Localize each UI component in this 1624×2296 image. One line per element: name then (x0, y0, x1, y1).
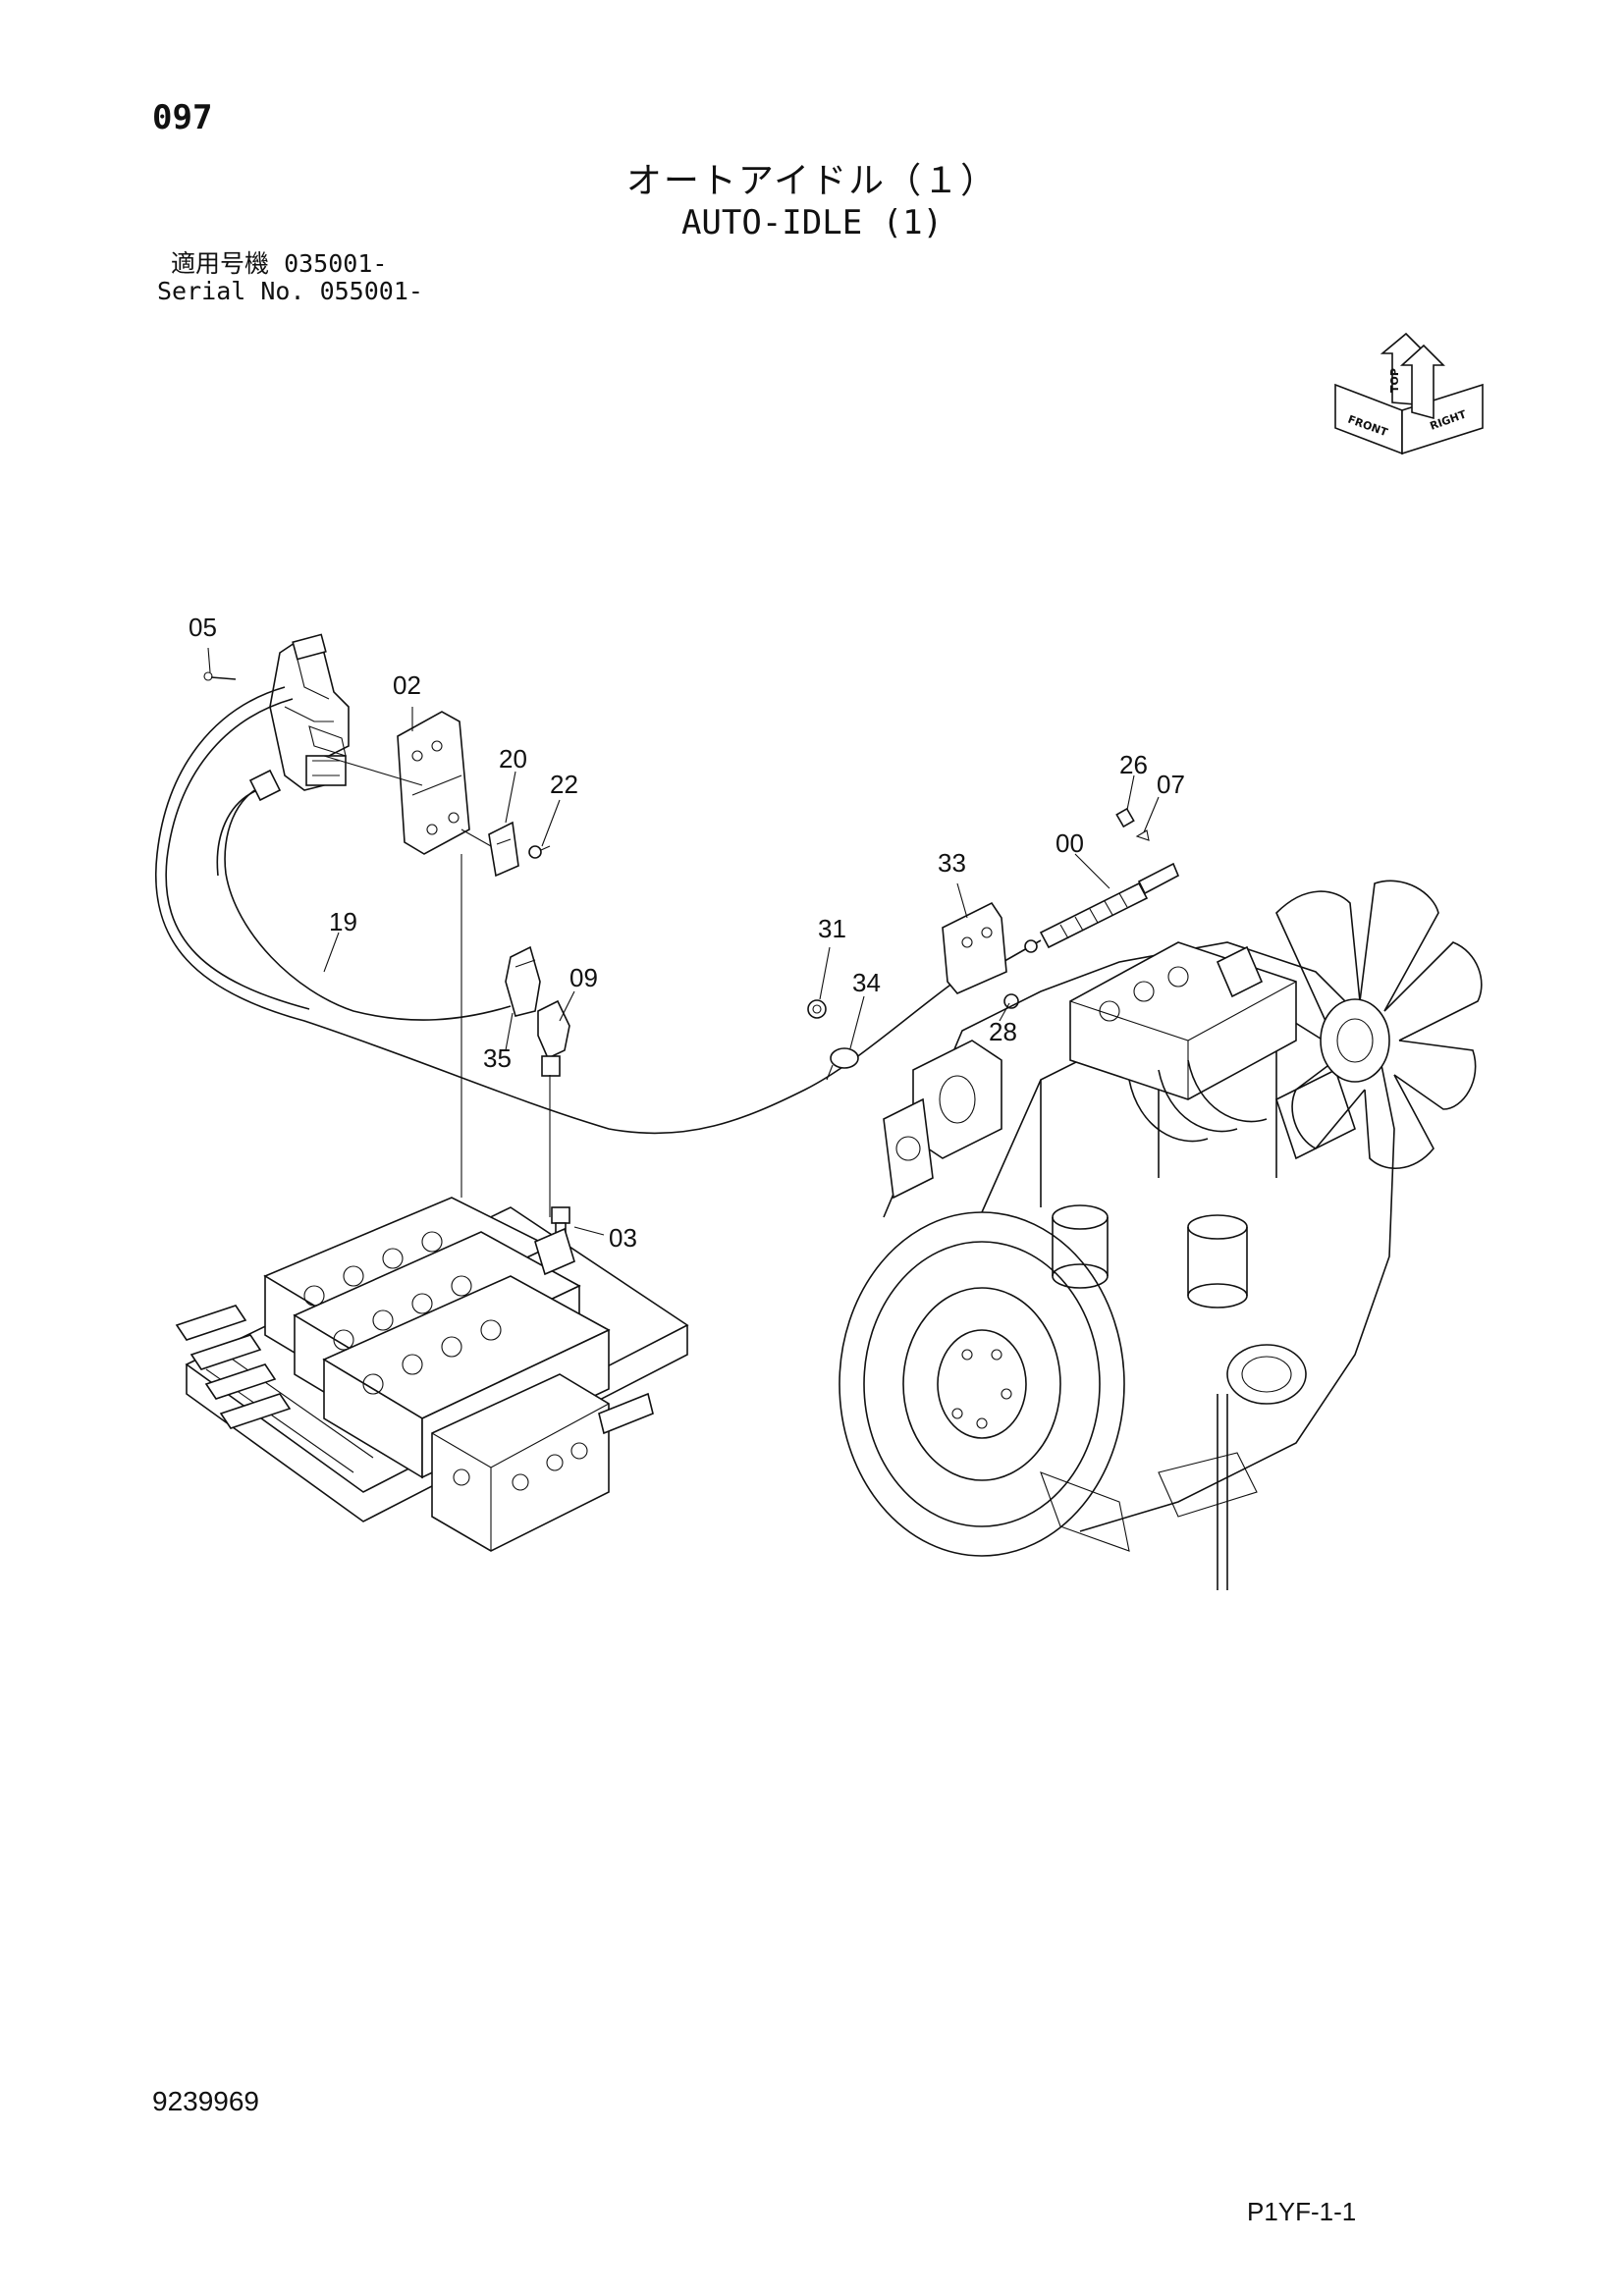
callout-20: 20 (499, 744, 527, 774)
serial-label-japanese: 適用号機 (171, 249, 270, 278)
callout-22: 22 (550, 770, 578, 799)
bolt-26 (1115, 807, 1135, 828)
compass-label-top: TOP (1388, 368, 1401, 393)
serial-value-japanese: 035001- (284, 249, 388, 278)
serial-value-english: 055001- (319, 277, 423, 305)
callout-02: 02 (393, 670, 421, 700)
clamp-34 (826, 1047, 859, 1081)
callout-05: 05 (189, 613, 217, 642)
connector-35 (505, 945, 541, 1017)
cable-19 (155, 686, 993, 1135)
control-valve-assembly (175, 1197, 689, 1552)
page-number: 097 (152, 98, 213, 137)
bracket-02 (397, 711, 470, 855)
assembly-leader-lines (323, 755, 551, 1217)
callout-34: 34 (852, 968, 881, 997)
bracket-33 (942, 901, 1007, 994)
auto-idle-switch-assembly (203, 633, 350, 791)
callout-leaders (207, 647, 1160, 1236)
callout-28: 28 (989, 1017, 1017, 1046)
cooling-fan (1275, 880, 1483, 1169)
callout-19: 19 (329, 907, 357, 936)
callout-09: 09 (569, 963, 598, 992)
callout-03: 03 (609, 1223, 637, 1253)
serial-label-english: Serial No. (157, 277, 305, 305)
page-code: P1YF-1-1 (1247, 2197, 1357, 2226)
bolt-22 (528, 845, 551, 859)
callout-00: 00 (1056, 828, 1084, 858)
callout-33: 33 (938, 848, 966, 878)
serial-row-japanese: 適用号機 035001- (171, 250, 423, 278)
engine-assembly (839, 941, 1395, 1590)
serial-applicability: 適用号機 035001- Serial No. 055001- (157, 250, 423, 305)
document-number: 9239969 (152, 2086, 260, 2116)
pin-07 (1135, 829, 1150, 841)
plate-20 (488, 821, 519, 878)
nut-31 (807, 999, 827, 1019)
callout-35: 35 (483, 1043, 512, 1073)
throttle-cable-00 (986, 862, 1180, 971)
page-title-english: AUTO-IDLE (1) (680, 203, 944, 242)
page-title-japanese: オートアイドル（１） (625, 161, 999, 201)
callout-31: 31 (818, 914, 846, 943)
callout-26: 26 (1119, 750, 1148, 779)
orientation-compass-icon: FRONT TOP RIGHT (1334, 332, 1484, 455)
sensor-09 (537, 999, 570, 1077)
serial-row-english: Serial No. 055001- (157, 278, 423, 305)
callout-07: 07 (1157, 770, 1185, 799)
